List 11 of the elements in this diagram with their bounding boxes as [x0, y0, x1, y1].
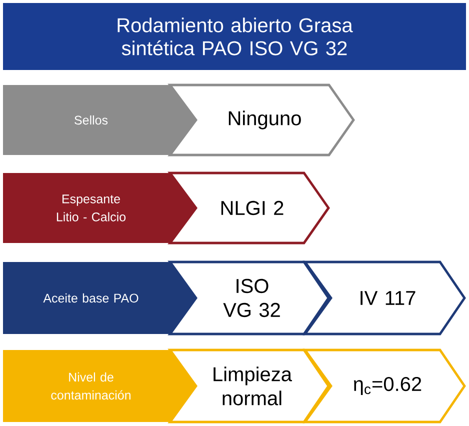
value-panel: IV 117: [302, 260, 466, 336]
title-banner: Rodamiento abierto Grasa sintética PAO ISO VG 32: [3, 3, 466, 70]
value-panel: Ninguno: [168, 84, 355, 156]
category-panel: Sellos: [3, 85, 195, 155]
value-panel: η$_{c}$=0.62: [302, 348, 466, 424]
category-panel: Espesante Litio - Calcio: [3, 173, 195, 243]
value-panel: NLGI 2: [168, 172, 330, 244]
category-panel: Aceite base PAO: [3, 262, 195, 334]
value-panel: ISO VG 32: [168, 260, 330, 336]
category-panel: Nivel de contaminación: [3, 350, 195, 422]
value-panel: Limpieza normal: [168, 348, 330, 424]
